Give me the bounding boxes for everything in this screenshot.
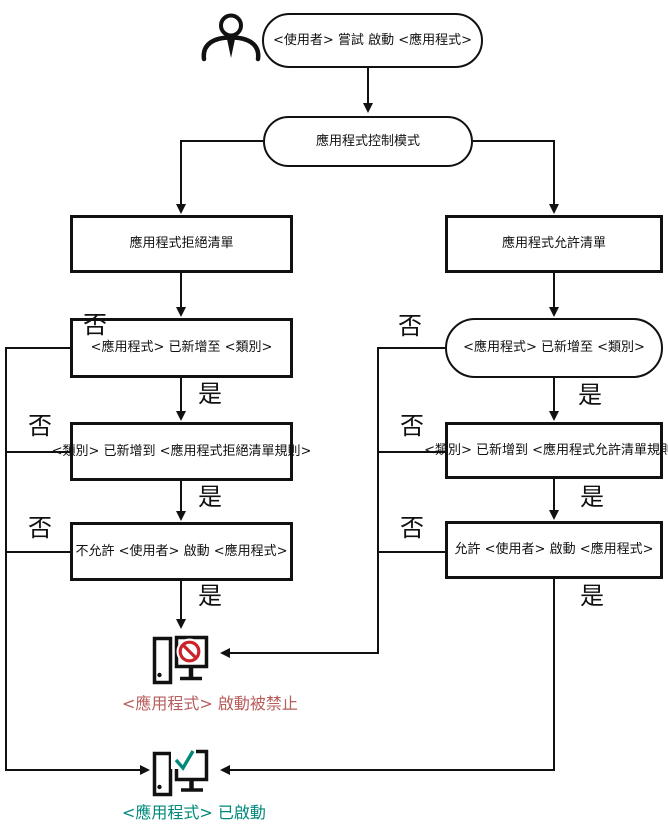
allowlist-title-node: 應用程式允許清單 xyxy=(445,215,663,273)
denylist-step3-node: 不允許 <使用者> 啟動 <應用程式> xyxy=(70,522,293,581)
denylist-step2-node: <類別> 已新增到 <應用程式拒絕清單規則> xyxy=(52,422,311,481)
yes-label: 是 xyxy=(578,381,602,409)
yes-label: 是 xyxy=(580,483,604,511)
allow-yes-final-line xyxy=(230,579,555,771)
computer-blocked-icon xyxy=(152,635,209,685)
no-label: 否 xyxy=(28,412,52,440)
allow-no-merge-line xyxy=(230,347,445,654)
no-label: 否 xyxy=(400,412,424,440)
no-label: 否 xyxy=(28,514,52,542)
allowlist-step1-node: <應用程式> 已新增至 <類別> xyxy=(445,318,663,378)
check-icon xyxy=(171,745,196,771)
user-icon xyxy=(201,13,261,62)
allowlist-step3-node: 允許 <使用者> 啟動 <應用程式> xyxy=(445,521,663,579)
start-node: <使用者> 嘗試 啟動 <應用程式> xyxy=(262,13,483,68)
no-label: 否 xyxy=(83,311,107,339)
computer-started-icon xyxy=(152,745,209,797)
yes-label: 是 xyxy=(198,380,222,408)
yes-label: 是 xyxy=(198,483,222,511)
deny-no-merge-line xyxy=(5,347,140,771)
allowlist-step2-node: <類別> 已新增到 <應用程式允許清單規則> xyxy=(424,422,668,479)
mode-node: 應用程式控制模式 xyxy=(263,116,473,167)
no-label: 否 xyxy=(400,514,424,542)
started-outcome-text: <應用程式> 已啟動 xyxy=(122,803,266,822)
arrowheads xyxy=(140,103,559,775)
denylist-step1-node: <應用程式> 已新增至 <類別> xyxy=(70,318,293,378)
prohibition-icon xyxy=(176,638,203,665)
blocked-outcome-text: <應用程式> 啟動被禁止 xyxy=(122,694,298,713)
connectors xyxy=(5,68,555,771)
no-label: 否 xyxy=(398,312,422,340)
denylist-title-node: 應用程式拒絕清單 xyxy=(70,215,293,273)
yes-label: 是 xyxy=(198,582,222,610)
yes-label: 是 xyxy=(580,582,604,610)
